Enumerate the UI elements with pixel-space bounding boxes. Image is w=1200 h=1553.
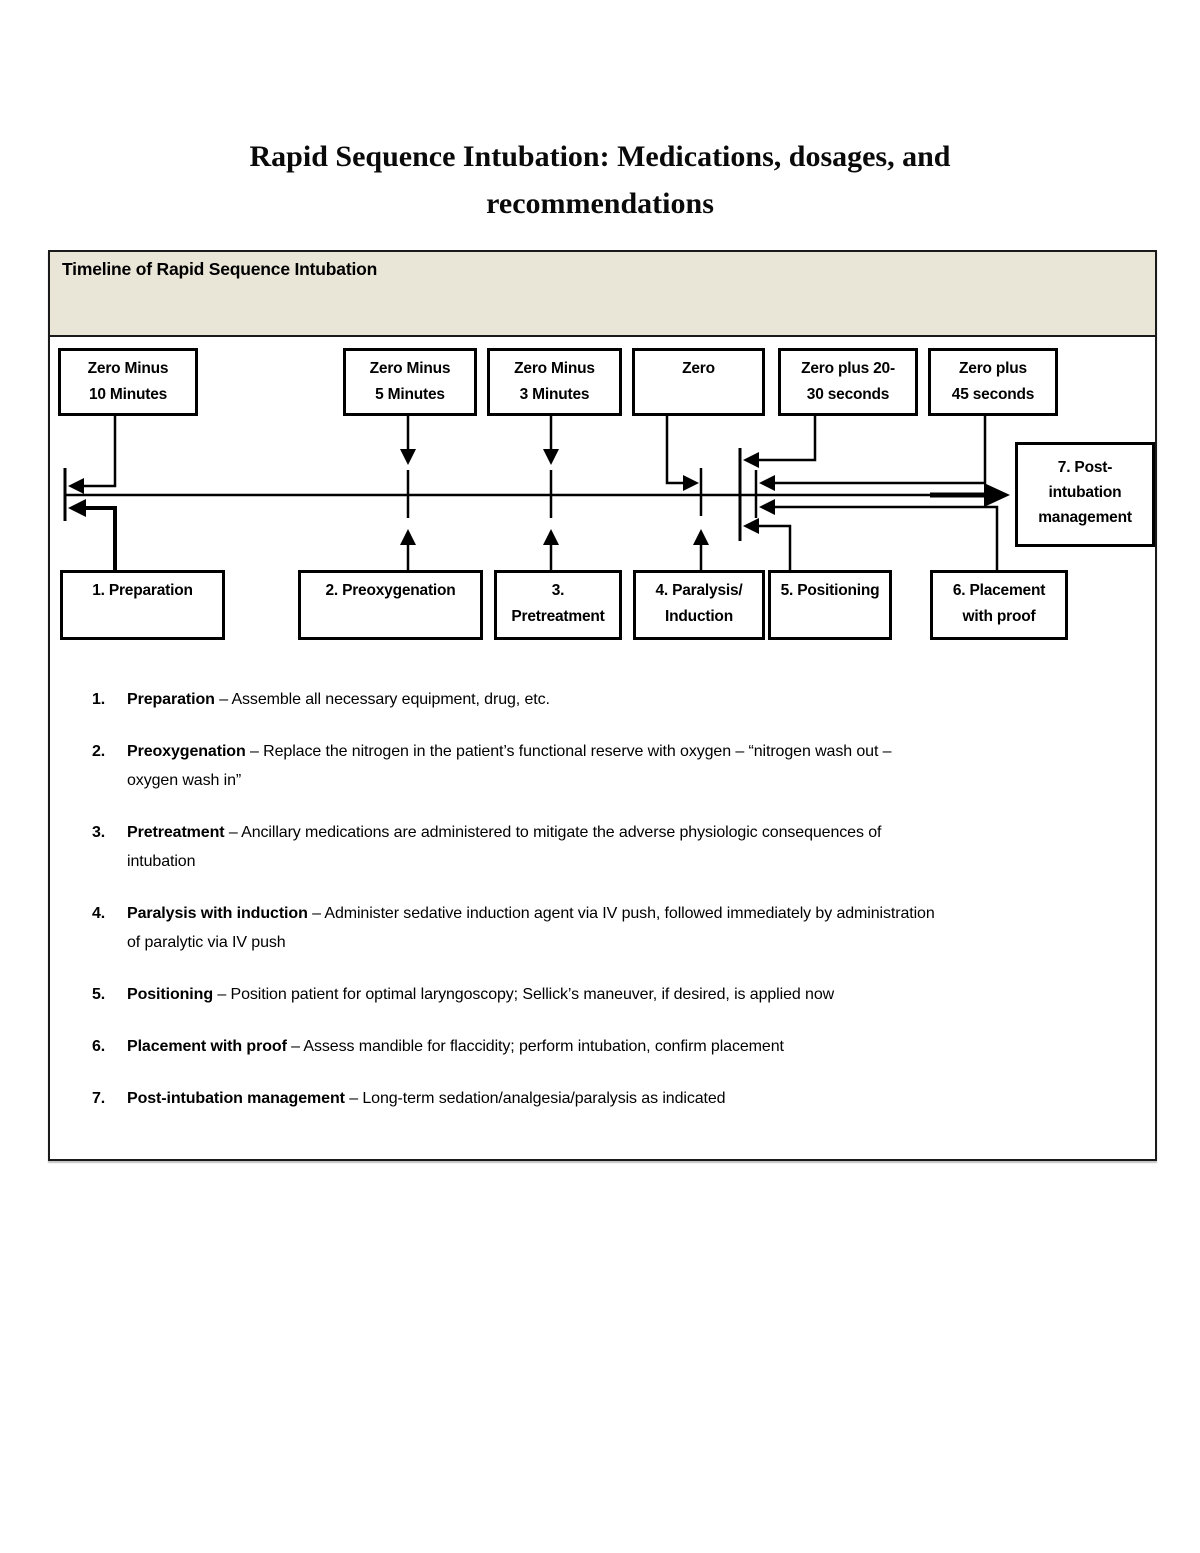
connector-zero (665, 416, 684, 485)
step-description: – Replace the nitrogen in the patient’s … (127, 743, 892, 789)
arrowhead-minus3 (543, 449, 559, 465)
arrowhead-placement (759, 499, 775, 515)
time-box-zero-minus-5: Zero Minus 5 Minutes (343, 348, 477, 416)
step-number: 5. (92, 986, 106, 1003)
page-title: Rapid Sequence Intubation: Medications, … (249, 140, 951, 220)
connector-minus10 (82, 416, 117, 488)
steps-list: 1. Preparation – Assemble all necessary … (92, 685, 1140, 1136)
step-description: – Assess mandible for flaccidity; perfor… (291, 1038, 784, 1055)
step-term: Pretreatment (127, 824, 225, 841)
arrowhead-preparation (68, 499, 86, 517)
step-text: Pretreatment – Ancillary medications are… (127, 818, 1140, 876)
step-description: – Assemble all necessary equipment, drug… (219, 691, 550, 708)
step-text: Preparation – Assemble all necessary equ… (127, 685, 1140, 714)
phase-box-preoxygenation: 2. Preoxygenation (298, 570, 483, 640)
step-text: Paralysis with induction – Administer se… (127, 899, 1140, 957)
step-term: Preoxygenation (127, 743, 246, 760)
connector-plus20-30 (758, 416, 817, 462)
step-number: 6. (92, 1038, 106, 1055)
step-preparation: 1. Preparation – Assemble all necessary … (92, 685, 1140, 714)
time-box-zero: Zero (632, 348, 765, 416)
step-text: Positioning – Position patient for optim… (127, 980, 1140, 1009)
step-number: 1. (92, 691, 106, 708)
step-number: 4. (92, 905, 106, 922)
arrowhead-zero (683, 475, 699, 491)
panel-header: Timeline of Rapid Sequence Intubation (50, 252, 1155, 337)
step-number: 2. (92, 743, 106, 760)
time-box-plus-20-30: Zero plus 20- 30 seconds (778, 348, 918, 416)
arrowhead-plus45 (759, 475, 775, 491)
arrowhead-pretreatment (543, 529, 559, 545)
timeline-diagram: Zero Minus 10 Minutes Zero Minus 5 Minut… (50, 337, 1155, 652)
step-post-intubation: 7. Post-intubation management – Long-ter… (92, 1084, 1140, 1113)
connector-preparation (84, 506, 117, 570)
step-number: 7. (92, 1090, 106, 1107)
time-box-zero-minus-10: Zero Minus 10 Minutes (58, 348, 198, 416)
connector-lines-svg (63, 416, 1010, 570)
step-number: 3. (92, 824, 106, 841)
step-positioning: 5. Positioning – Position patient for op… (92, 980, 1140, 1009)
step-text: Preoxygenation – Replace the nitrogen in… (127, 737, 1140, 795)
phase-box-paralysis: 4. Paralysis/ Induction (633, 570, 765, 640)
step-description: – Administer sedative induction agent vi… (127, 905, 935, 951)
step-term: Placement with proof (127, 1038, 287, 1055)
timeline-panel: Timeline of Rapid Sequence Intubation (48, 250, 1157, 1161)
step-term: Preparation (127, 691, 215, 708)
step-paralysis: 4. Paralysis with induction – Administer… (92, 899, 1140, 957)
step-text: Placement with proof – Assess mandible f… (127, 1032, 1140, 1061)
step-term: Positioning (127, 986, 214, 1003)
step-description: – Ancillary medications are administered… (127, 824, 882, 870)
connector-positioning (758, 524, 792, 570)
arrowhead-plus20-30 (743, 452, 759, 468)
phase-box-pretreatment: 3. Pretreatment (494, 570, 622, 640)
post-intubation-box: 7. Post- intubation management (1015, 442, 1155, 547)
time-box-plus-45: Zero plus 45 seconds (928, 348, 1058, 416)
arrowhead-paralysis (693, 529, 709, 545)
phase-box-preparation: 1. Preparation (60, 570, 225, 640)
step-pretreatment: 3. Pretreatment – Ancillary medications … (92, 818, 1140, 876)
phase-box-positioning: 5. Positioning (768, 570, 892, 640)
step-description: – Long-term sedation/analgesia/paralysis… (349, 1090, 726, 1107)
step-text: Post-intubation management – Long-term s… (127, 1084, 1140, 1113)
arrowhead-positioning (743, 518, 759, 534)
phase-box-placement: 6. Placement with proof (930, 570, 1068, 640)
step-preoxygenation: 2. Preoxygenation – Replace the nitrogen… (92, 737, 1140, 795)
step-placement: 6. Placement with proof – Assess mandibl… (92, 1032, 1140, 1061)
arrowhead-preoxygenation (400, 529, 416, 545)
connector-placement (774, 505, 999, 570)
arrowhead-timeline-end (984, 483, 1010, 507)
arrowhead-minus5 (400, 449, 416, 465)
step-description: – Position patient for optimal laryngosc… (217, 986, 835, 1003)
arrowhead-minus10 (68, 478, 84, 494)
panel-body: Zero Minus 10 Minutes Zero Minus 5 Minut… (50, 337, 1155, 1159)
step-term: Paralysis with induction (127, 905, 308, 922)
time-box-zero-minus-3: Zero Minus 3 Minutes (487, 348, 622, 416)
step-term: Post-intubation management (127, 1090, 345, 1107)
connector-plus45 (774, 416, 987, 485)
